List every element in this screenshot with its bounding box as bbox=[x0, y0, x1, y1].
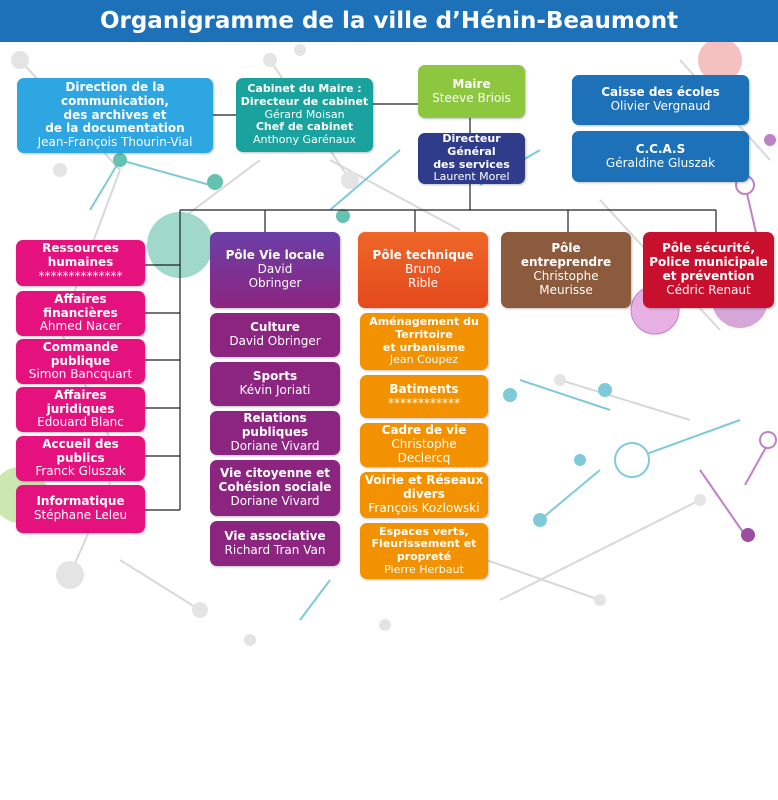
service-affaires-financieres: Affaires financières Ahmed Nacer bbox=[16, 291, 145, 336]
service-commande-publique: Commande publique Simon Bancquart bbox=[16, 339, 145, 384]
sub-name: ************ bbox=[388, 395, 460, 410]
maire-name: Steeve Briois bbox=[432, 90, 511, 105]
communication-title-1: Direction de la communication, bbox=[61, 80, 169, 108]
service-accueil-des-publics: Accueil des publics Franck Gluszak bbox=[16, 436, 145, 481]
service-name: Franck Gluszak bbox=[35, 464, 126, 479]
pole-name-2: Rible bbox=[407, 275, 438, 290]
service-title: Accueil des publics bbox=[42, 436, 119, 465]
sub-title-3: propreté bbox=[396, 550, 452, 563]
communication-box: Direction de la communication, des archi… bbox=[17, 78, 213, 153]
pole-name-2: Meurisse bbox=[539, 282, 593, 297]
caisse-name: Olivier Vergnaud bbox=[610, 99, 711, 113]
service-title: Affaires juridiques bbox=[46, 387, 115, 416]
sub-title-1: Espaces verts, bbox=[379, 524, 469, 538]
pole-title: Pôle technique bbox=[372, 248, 474, 263]
dgs-title-2: des services bbox=[433, 157, 510, 171]
pole-title-3: et prévention bbox=[662, 269, 755, 283]
sub-title-2: divers bbox=[403, 487, 445, 502]
pole-title-1: Pôle sécurité, bbox=[662, 241, 755, 256]
pole-name: Cédric Renaut bbox=[666, 282, 751, 297]
service-name: Ahmed Nacer bbox=[39, 319, 122, 334]
vie-locale-vie-associative: Vie associative Richard Tran Van bbox=[210, 521, 340, 566]
sub-title-2: Fleurissement et bbox=[371, 537, 477, 551]
sub-name: Kévin Joriati bbox=[239, 383, 311, 397]
pole-name-1: Bruno bbox=[405, 262, 441, 277]
ccas-name: Géraldine Gluszak bbox=[605, 155, 716, 170]
sub-title: Relations publiques bbox=[241, 411, 309, 440]
sub-title: Sports bbox=[252, 369, 298, 384]
dgs-name: Laurent Morel bbox=[433, 170, 510, 184]
sub-name: François Kozlowski bbox=[368, 500, 480, 515]
pole-name-2: Obringer bbox=[248, 275, 302, 290]
sub-title-3: et urbanisme bbox=[382, 340, 466, 354]
service-title: Ressources humaines bbox=[42, 241, 119, 270]
technique-espaces-verts: Espaces verts, Fleurissement et propreté… bbox=[360, 523, 488, 579]
technique-voirie: Voirie et Réseaux divers François Kozlow… bbox=[360, 472, 488, 518]
pole-title-2: Police municipale bbox=[649, 255, 768, 270]
service-affaires-juridiques: Affaires juridiques Edouard Blanc bbox=[16, 387, 145, 432]
service-name: Edouard Blanc bbox=[37, 415, 124, 430]
sub-title: Culture bbox=[250, 320, 300, 335]
caisse-title: Caisse des écoles bbox=[601, 85, 720, 100]
sub-title-1: Aménagement du bbox=[369, 315, 479, 329]
communication-name: Jean-François Thourin-Vial bbox=[37, 135, 193, 150]
sub-name: Pierre Herbaut bbox=[384, 562, 464, 576]
vie-locale-relations-publiques: Relations publiques Doriane Vivard bbox=[210, 411, 340, 455]
sub-title: Batiments bbox=[389, 381, 459, 396]
maire-box: Maire Steeve Briois bbox=[418, 65, 525, 118]
pole-title: Pôle entreprendre bbox=[520, 241, 612, 270]
cabinet-name1: Gérard Moisan bbox=[264, 107, 345, 121]
service-informatique: Informatique Stéphane Leleu bbox=[16, 485, 145, 533]
service-title: Commande publique bbox=[42, 339, 119, 368]
vie-locale-sports: Sports Kévin Joriati bbox=[210, 362, 340, 406]
sub-title-2: Territoire bbox=[395, 327, 453, 341]
sub-name: Doriane Vivard bbox=[230, 438, 320, 453]
dgs-box: Directeur Général des services Laurent M… bbox=[418, 132, 525, 184]
sub-name: Doriane Vivard bbox=[230, 493, 320, 508]
pole-title: Pôle Vie locale bbox=[225, 248, 325, 263]
vie-locale-culture: Culture David Obringer bbox=[210, 313, 340, 357]
pole-name-1: David bbox=[257, 262, 293, 277]
service-title: Affaires financières bbox=[43, 291, 118, 320]
dgs-title-1: Directeur Général bbox=[442, 132, 501, 158]
pole-entreprendre: Pôle entreprendre Christophe Meurisse bbox=[501, 232, 631, 308]
cabinet-name2: Anthony Garénaux bbox=[253, 132, 356, 146]
sub-title-1: Voirie et Réseaux bbox=[364, 473, 484, 488]
page-title: Organigramme de la ville d’Hénin-Beaumon… bbox=[0, 0, 778, 42]
pole-technique: Pôle technique Bruno Rible bbox=[358, 232, 488, 308]
service-title: Informatique bbox=[36, 494, 125, 509]
maire-title: Maire bbox=[452, 76, 491, 91]
ccas-title: C.C.A.S bbox=[635, 141, 686, 156]
pole-vie-locale: Pôle Vie locale David Obringer bbox=[210, 232, 340, 308]
cabinet-sub1: Directeur de cabinet bbox=[240, 95, 369, 109]
sub-name: David Obringer bbox=[229, 334, 321, 348]
service-ressources-humaines: Ressources humaines ************** bbox=[16, 240, 145, 286]
communication-title-2: des archives et bbox=[63, 107, 167, 122]
communication-title-3: de la documentation bbox=[45, 121, 185, 136]
service-name: ************** bbox=[38, 268, 123, 283]
technique-cadre-de-vie: Cadre de vie Christophe Declercq bbox=[360, 423, 488, 467]
technique-batiments: Batiments ************ bbox=[360, 375, 488, 418]
sub-title-1: Vie citoyenne et bbox=[220, 466, 330, 481]
caisse-box: Caisse des écoles Olivier Vergnaud bbox=[572, 75, 749, 125]
sub-title: Vie associative bbox=[224, 528, 326, 543]
technique-amenagement: Aménagement du Territoire et urbanisme J… bbox=[360, 313, 488, 370]
vie-locale-vie-citoyenne: Vie citoyenne et Cohésion sociale Dorian… bbox=[210, 460, 340, 516]
sub-name: Richard Tran Van bbox=[224, 542, 326, 557]
sub-title: Cadre de vie bbox=[381, 423, 467, 438]
cabinet-box: Cabinet du Maire : Directeur de cabinet … bbox=[236, 78, 373, 152]
service-name: Simon Bancquart bbox=[28, 367, 133, 382]
service-name: Stéphane Leleu bbox=[33, 508, 128, 522]
ccas-box: C.C.A.S Géraldine Gluszak bbox=[572, 131, 749, 182]
cabinet-sub2: Chef de cabinet bbox=[255, 120, 354, 134]
sub-name: Jean Coupez bbox=[389, 353, 459, 367]
sub-title-2: Cohésion sociale bbox=[218, 480, 332, 495]
cabinet-title: Cabinet du Maire : bbox=[247, 82, 362, 96]
sub-name: Christophe Declercq bbox=[391, 437, 457, 465]
pole-securite: Pôle sécurité, Police municipale et prév… bbox=[643, 232, 774, 308]
pole-name-1: Christophe bbox=[533, 269, 599, 283]
